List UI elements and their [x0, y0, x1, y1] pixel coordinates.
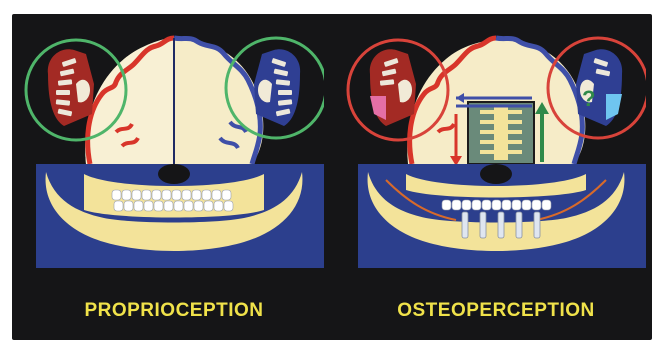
caption-osteoperception: OSTEOPERCEPTION	[346, 300, 646, 322]
osteoperception-panel: ?	[346, 14, 646, 270]
sensory-homunculus-icon	[370, 49, 416, 126]
sensory-homunculus-icon	[254, 49, 300, 126]
sensory-homunculus-icon	[48, 49, 94, 126]
question-mark: ?	[582, 86, 595, 111]
caption-proprioception: PROPRIOCEPTION	[24, 300, 324, 322]
proprioception-panel	[24, 14, 324, 270]
osteoperception-illustration: ?	[346, 14, 646, 270]
dental-implant-icon	[468, 102, 534, 164]
diagram-slide: ?	[12, 14, 652, 340]
proprioception-illustration	[24, 14, 324, 270]
mandible-icon	[36, 164, 324, 268]
mandible-icon	[358, 164, 646, 268]
